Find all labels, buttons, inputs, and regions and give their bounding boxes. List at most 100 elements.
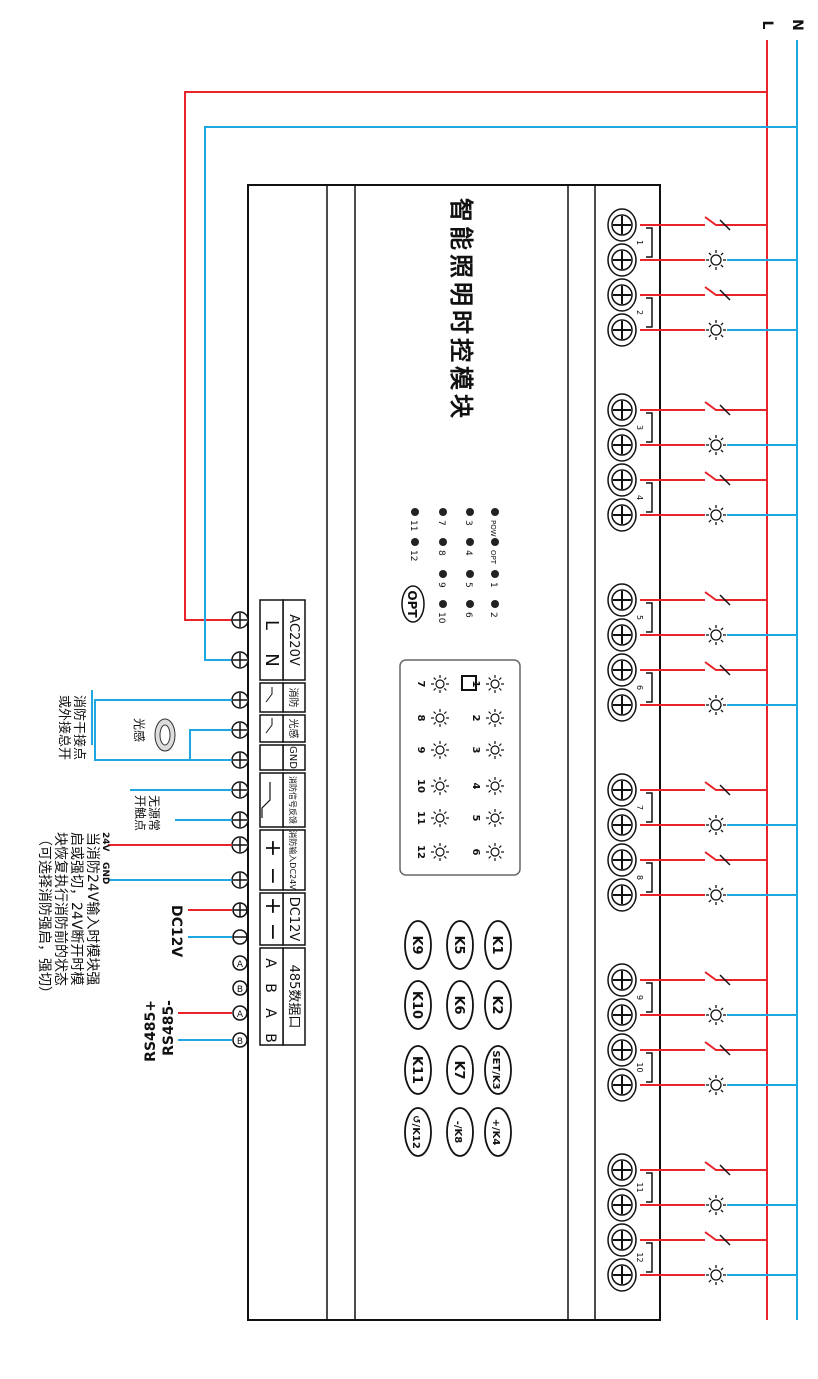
screw-terminal[interactable] [231,651,249,669]
key-k8[interactable]: -/K8 [446,1107,474,1157]
light-sensor-icon [154,718,176,752]
key-k11[interactable]: K11 [404,1045,432,1095]
bulb-icon [431,675,449,693]
channel-screw[interactable] [607,428,637,462]
screw-terminal[interactable] [231,611,249,629]
display-number-3: 3 [470,747,481,754]
channel-bracket [646,602,653,633]
channel-screw[interactable] [607,688,637,722]
channel-screw[interactable] [607,1033,637,1067]
channel-screw[interactable] [607,1153,637,1187]
channel-screw[interactable] [607,278,637,312]
channel-screw[interactable] [607,773,637,807]
channel-bracket [646,1172,653,1203]
switch-icon [704,851,767,861]
channel-screw[interactable] [607,1068,637,1102]
dc12-label: DC12V [168,905,184,957]
key-k5[interactable]: K5 [446,920,474,970]
led-label-6: 6 [463,612,473,618]
channel-bracket [646,672,653,703]
channel-label-5: 5 [635,615,644,620]
channel-label-11: 11 [635,1182,644,1192]
lamp-icon [706,320,726,340]
dc12-header: DC12V [286,897,301,942]
key-k10[interactable]: K10 [404,980,432,1030]
channel-screw[interactable] [607,208,637,242]
screw-terminal[interactable] [231,871,249,889]
ac-l-feed [184,91,767,621]
channel-screw[interactable] [607,1188,637,1222]
lamp-icon [706,435,726,455]
screw-terminal[interactable] [232,902,248,918]
screw-terminal[interactable] [231,751,249,769]
channel-screw[interactable] [607,1258,637,1292]
led-8: 8 [436,538,447,556]
channel-bracket [646,792,653,823]
screw-terminal[interactable]: A [232,1005,248,1021]
channel-bracket [646,412,653,443]
screw-letter: A [237,1010,244,1020]
channel-screw[interactable] [607,393,637,427]
passive-contact-line-2: 开触点 [133,795,147,831]
channel-screw[interactable] [607,243,637,277]
screw-terminal[interactable] [231,811,249,829]
fire-header: 消防 [287,688,300,708]
channel-screw[interactable] [607,653,637,687]
bulb-icon [431,777,449,795]
light-header: 光感 [287,719,300,739]
key-k1[interactable]: K1 [484,920,512,970]
channel-screw[interactable] [607,313,637,347]
key-k4[interactable]: +/K4 [484,1107,512,1157]
key-k7[interactable]: K7 [446,1045,474,1095]
key-setk3[interactable]: SET/K3 [484,1045,512,1095]
channel-screw[interactable] [607,1223,637,1257]
screw-terminal[interactable]: A [232,955,248,971]
screw-terminal[interactable] [231,836,249,854]
key-label: K2 [489,995,504,1014]
terminal-block: AC220V消防光感GND消防信号反馈消防输入DC24VDC12V485数据口L… [231,599,306,1048]
screw-terminal[interactable] [232,929,248,945]
screw-terminal[interactable]: B [232,1032,248,1048]
channel-screw[interactable] [607,878,637,912]
screw-terminal[interactable] [231,691,249,709]
key-label: +/K4 [490,1119,501,1146]
channel-screw[interactable] [607,808,637,842]
ac220v-pin-box [259,599,284,681]
key-k9[interactable]: K9 [404,920,432,970]
display-number-7: 7 [415,681,426,688]
key-k12[interactable]: ↺/K12 [404,1107,432,1157]
display-number-10: 10 [415,779,426,793]
bulb-icon [431,809,449,827]
display-channel-7: 7 [415,675,449,693]
led-opt: OPT [489,538,499,565]
screw-terminal[interactable] [231,781,249,799]
key-label: -/K8 [452,1121,463,1144]
l-bus-label: L [759,21,775,30]
bulb-icon [486,709,504,727]
screw-terminal[interactable] [231,721,249,739]
screw-terminal[interactable]: B [232,980,248,996]
channel-screw[interactable] [607,463,637,497]
fire-pin-box [259,682,284,713]
key-label: ↺/K12 [410,1115,421,1149]
v24-label: 24V [100,832,110,852]
key-k6[interactable]: K6 [446,980,474,1030]
led-pow: POW [489,508,499,537]
opt-button[interactable]: OPT [401,585,425,623]
key-k2[interactable]: K2 [484,980,512,1030]
channel-screw[interactable] [607,498,637,532]
fire-note-line-2: 启或强切，24V断开时模 [68,832,84,985]
switch-icon [704,1231,767,1241]
display-channel-2: 2 [470,709,504,727]
channel-screw[interactable] [607,963,637,997]
channel-screw[interactable] [607,618,637,652]
ac220v-header: AC220V [286,614,301,666]
lamp-icon [706,250,726,270]
signal-pin-box [259,772,284,828]
channel-screw[interactable] [607,583,637,617]
channel-screw[interactable] [607,998,637,1032]
channel-screw[interactable] [607,843,637,877]
